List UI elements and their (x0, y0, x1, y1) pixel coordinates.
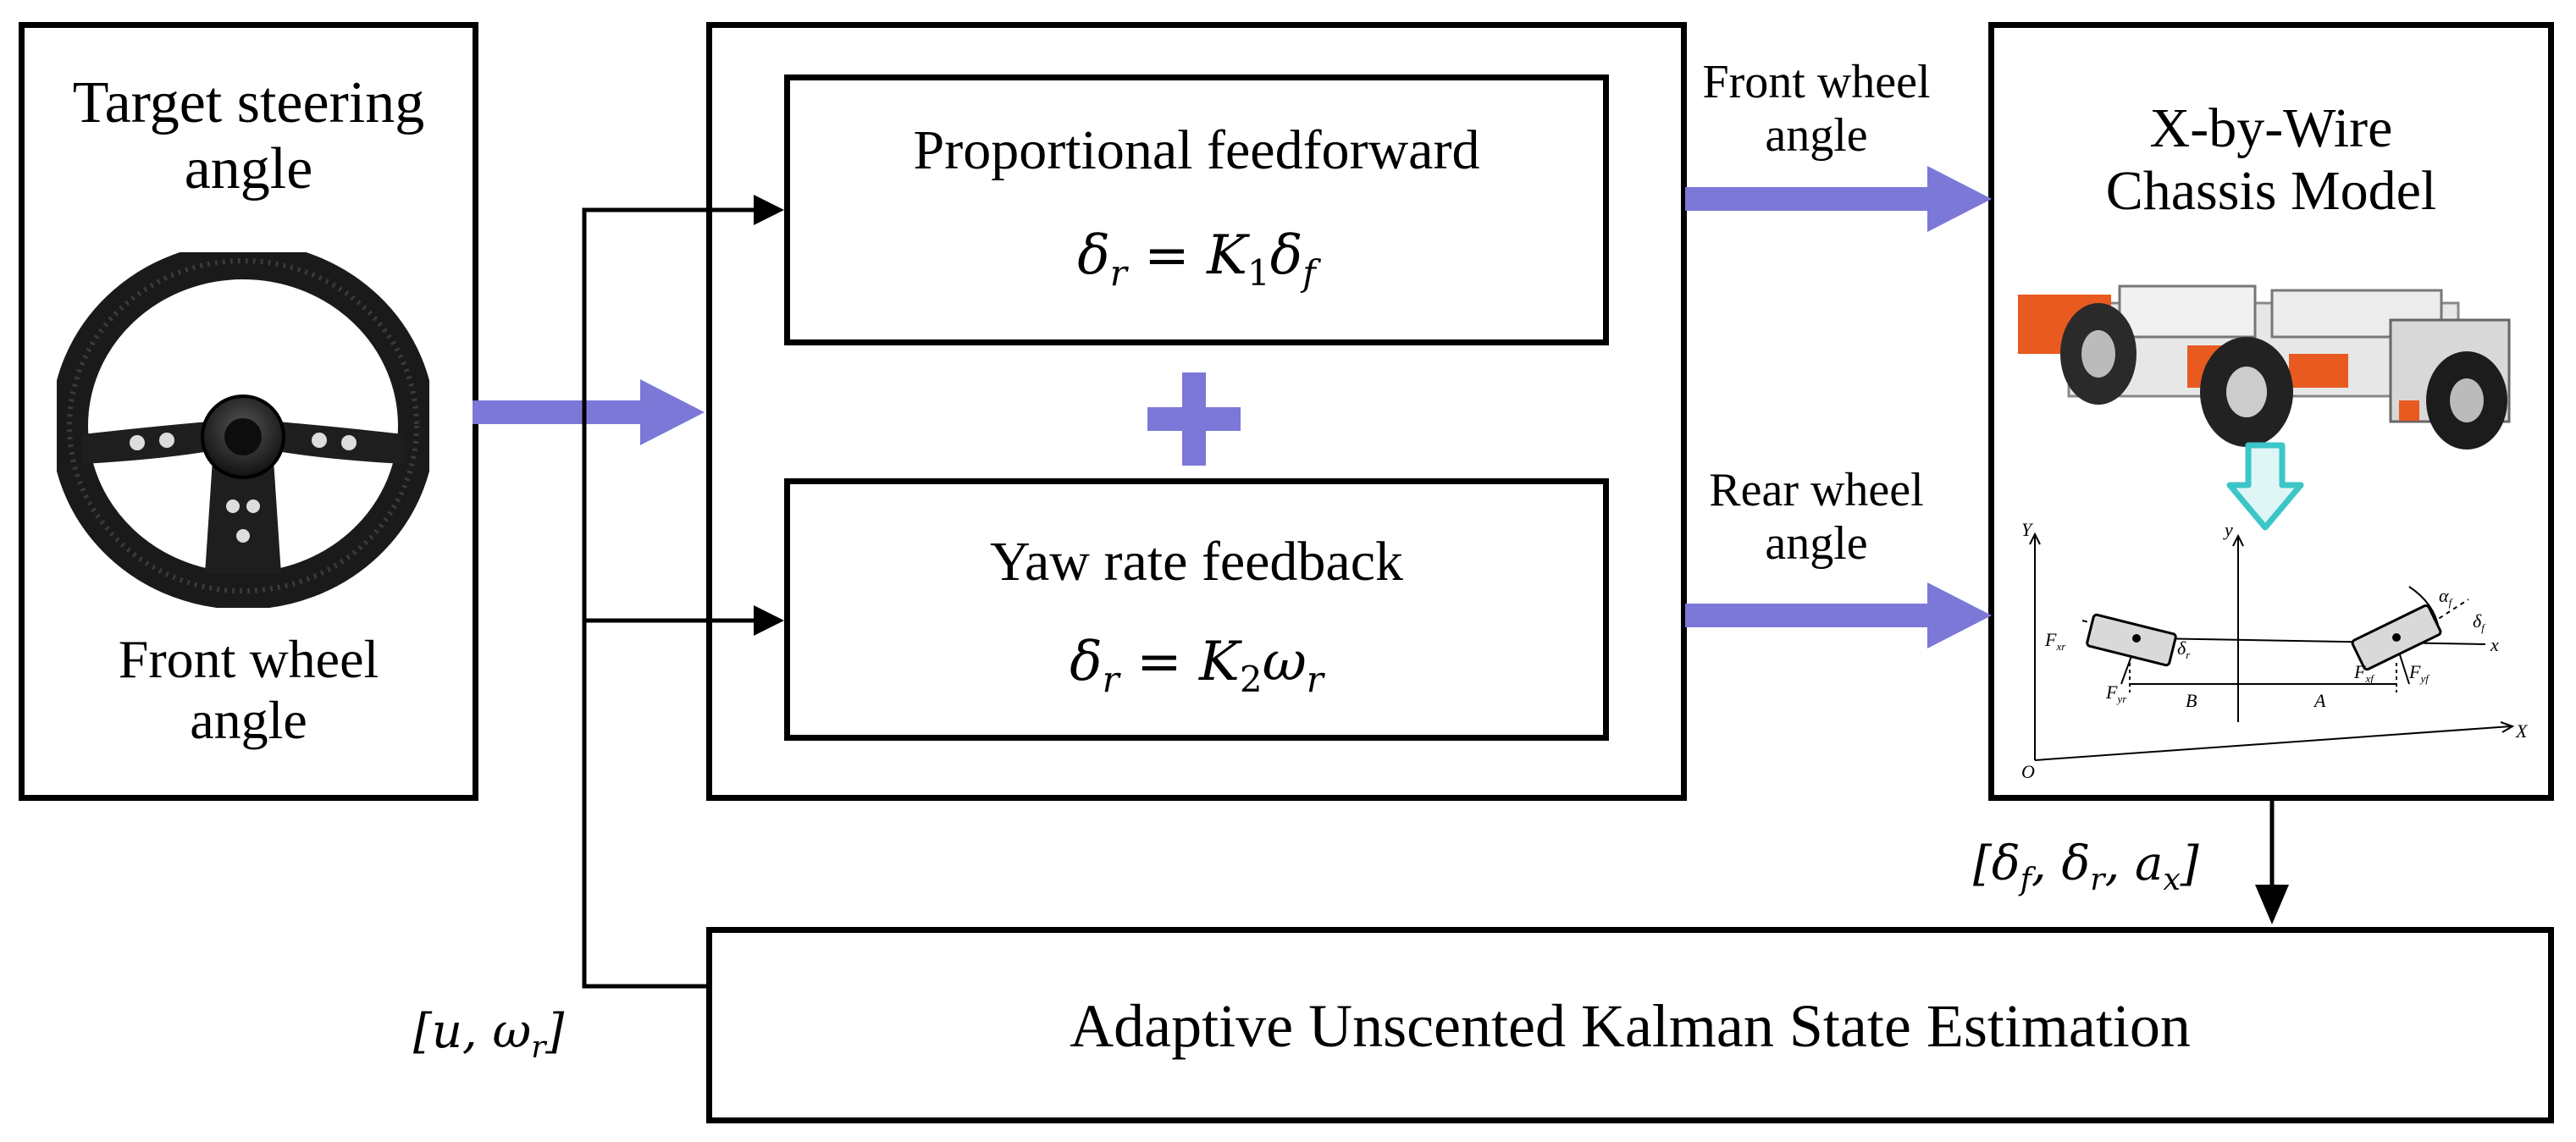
feedback-line (582, 207, 757, 989)
rear-wheel-label-line1: Rear wheel (1709, 464, 1924, 516)
steering-wheel-icon (57, 252, 429, 608)
arrowhead-feedforward (754, 195, 784, 225)
input-to-controller-arrow (473, 379, 705, 445)
svg-text:B: B (2186, 690, 2197, 711)
svg-text:A: A (2313, 690, 2326, 711)
feedforward-equation: δr = K1δf (1077, 224, 1316, 294)
front-wheel-label-line2: angle (1765, 108, 1868, 162)
svg-text:Fyr: Fyr (2105, 681, 2127, 705)
input-title-line1: Target steering (72, 70, 425, 135)
svg-text:x: x (2490, 634, 2499, 655)
feedback-box: Yaw rate feedback δr = K2ωr (784, 478, 1609, 741)
rear-wheel-label-line2: angle (1765, 516, 1868, 570)
arrow-down-icon (2226, 442, 2304, 531)
svg-text:O: O (2021, 761, 2035, 781)
output-vector-label: [δf, δr, ax] (1973, 836, 2199, 898)
svg-text:Fxr: Fxr (2044, 629, 2066, 653)
input-title-line2: angle (184, 136, 313, 202)
svg-text:δf: δf (2473, 610, 2486, 634)
feedback-equation: δr = K2ωr (1070, 631, 1324, 700)
svg-text:Y: Y (2021, 519, 2034, 540)
estimator-title: Adaptive Unscented Kalman State Estimati… (1070, 992, 2191, 1060)
svg-text:y: y (2223, 519, 2233, 540)
chassis-block: X-by-Wire Chassis Model (1988, 22, 2554, 801)
svg-text:X: X (2515, 720, 2529, 742)
front-wheel-angle-arrow (1685, 166, 1992, 232)
feedforward-box: Proportional feedforward δr = K1δf (784, 74, 1609, 345)
rear-wheel-angle-arrow (1685, 582, 1992, 648)
input-block: Target steering angle Front wheel angle (19, 22, 478, 801)
svg-text:Fxf: Fxf (2353, 661, 2375, 685)
input-bottom-line1: Front wheel (118, 629, 379, 689)
feedback-title: Yaw rate feedback (989, 531, 1404, 593)
svg-text:αf: αf (2439, 585, 2454, 609)
input-bottom-line2: angle (190, 689, 307, 750)
chassis-title-line2: Chassis Model (2105, 159, 2437, 222)
vehicle-chassis-icon (2018, 284, 2511, 450)
svg-text:Fyf: Fyf (2408, 661, 2430, 685)
chassis-title-line1: X-by-Wire (2149, 97, 2393, 159)
front-wheel-label-line1: Front wheel (1702, 56, 1931, 108)
estimator-block: Adaptive Unscented Kalman State Estimati… (706, 927, 2554, 1123)
arrowhead-feedback (754, 605, 784, 636)
feedforward-title: Proportional feedforward (913, 119, 1480, 181)
arrowhead-estimator (2255, 885, 2289, 924)
svg-text:δr: δr (2177, 637, 2191, 661)
plus-icon (1147, 372, 1241, 466)
vehicle-model-diagram: Y X O y x B A Fxr Fyr Fxf Fyf αf δf δr (2021, 519, 2529, 781)
feedback-vector-label: [u, ωr] (413, 1004, 565, 1066)
